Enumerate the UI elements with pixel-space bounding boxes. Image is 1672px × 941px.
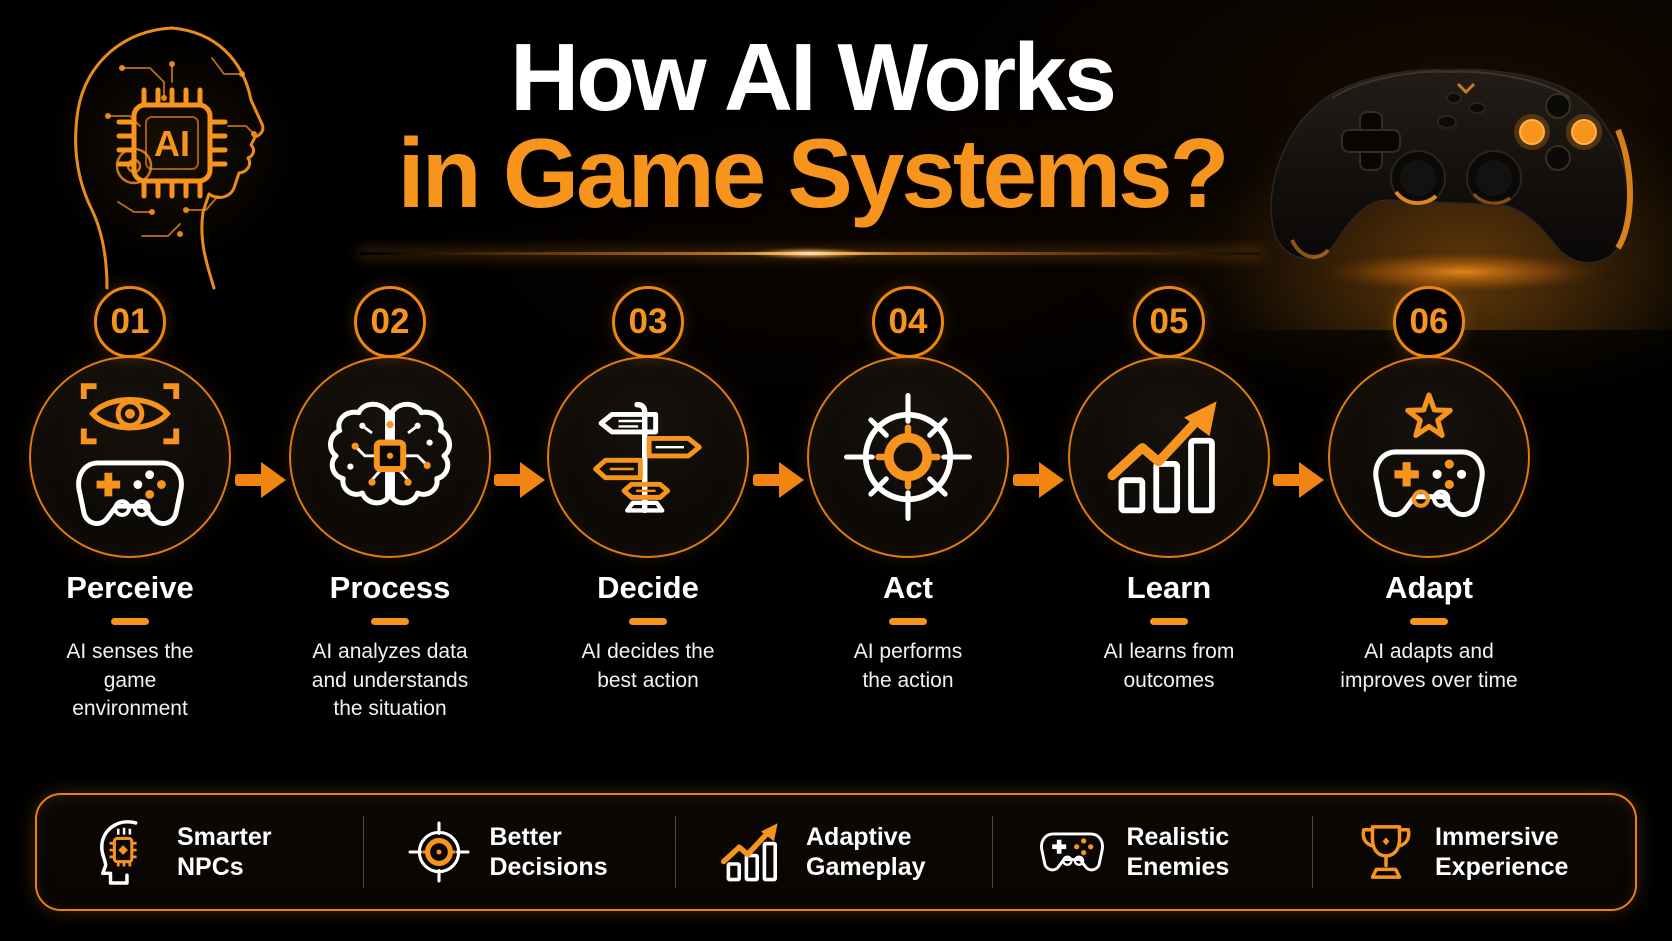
step-process: 02 Process	[260, 286, 520, 724]
step-title: Adapt	[1385, 570, 1473, 605]
accent-dash	[1410, 618, 1448, 625]
crosshair-icon	[844, 393, 972, 521]
step-title: Learn	[1126, 570, 1212, 605]
ai-head-graphic: AI	[22, 6, 322, 294]
step-number-badge: 02	[354, 286, 426, 358]
step-icon-circle	[807, 356, 1009, 558]
divider	[675, 816, 677, 888]
flow-arrow-icon	[1272, 462, 1324, 498]
light-streak	[360, 248, 1260, 259]
step-title: Process	[329, 570, 451, 605]
step-description: AI senses the game environment	[66, 640, 194, 721]
signpost-icon	[593, 401, 702, 514]
divider	[362, 816, 364, 888]
step-decide: 03 Decide AI decides the bes	[518, 286, 778, 695]
divider	[991, 816, 993, 888]
benefit-label: Realistic Enemies	[1126, 822, 1230, 882]
accent-dash	[371, 618, 409, 625]
step-learn: 05 Learn AI learns from outcomes	[1039, 286, 1299, 695]
step-number-badge: 01	[94, 286, 166, 358]
divider	[1312, 816, 1314, 888]
step-act: 04 Act AI performs the action	[778, 286, 1038, 695]
step-title: Perceive	[66, 570, 194, 605]
step-description: AI adapts and improves over time	[1340, 640, 1518, 692]
step-title: Act	[883, 570, 933, 605]
step-title: Decide	[597, 570, 699, 605]
step-adapt: 06 Adapt AI adapts and improves over tim…	[1299, 286, 1559, 695]
accent-dash	[1150, 618, 1188, 625]
step-description: AI analyzes data and understands the sit…	[311, 640, 469, 721]
flow-arrow-icon	[234, 462, 286, 498]
circuit-head-icon: AI	[74, 26, 265, 290]
benefits-bar: Smarter NPCs Better Decisions	[35, 793, 1637, 911]
benefit-smarter-npcs: Smarter NPCs	[95, 817, 319, 887]
benefit-immersive-experience: Immersive Experience	[1357, 820, 1577, 884]
step-description: AI performs the action	[853, 640, 963, 692]
accent-dash	[629, 618, 667, 625]
step-icon-circle	[29, 356, 231, 558]
step-description: AI learns from outcomes	[1103, 640, 1235, 692]
benefit-label: Better Decisions	[489, 822, 608, 882]
step-number-badge: 04	[872, 286, 944, 358]
benefit-adaptive-gameplay: Adaptive Gameplay	[720, 821, 948, 883]
title-line-1: How AI Works	[509, 24, 1117, 131]
eye-scan-gamepad-icon	[76, 383, 184, 526]
flow-arrow-icon	[493, 462, 545, 498]
ai-chip-label: AI	[154, 123, 190, 164]
step-number-badge: 06	[1393, 286, 1465, 358]
gamepad-icon	[1039, 832, 1104, 872]
accent-dash	[889, 618, 927, 625]
controller-photo	[1222, 10, 1672, 300]
head-glow	[0, 0, 340, 300]
growth-chart-icon	[1107, 401, 1217, 514]
page-title: How AI Works in Game Systems?	[397, 24, 1230, 229]
accent-dash	[111, 618, 149, 625]
flow-arrow-icon	[752, 462, 804, 498]
benefit-label: Smarter NPCs	[177, 822, 272, 882]
step-description: AI decides the best action	[581, 640, 715, 692]
title-line-2: in Game Systems?	[397, 118, 1230, 229]
step-perceive: 01	[0, 286, 260, 724]
light-streak-core	[750, 248, 870, 259]
star-gamepad-icon	[1373, 392, 1485, 518]
step-icon-circle	[289, 356, 491, 558]
flow-arrow-icon	[1012, 462, 1064, 498]
step-icon-circle	[1328, 356, 1530, 558]
benefit-label: Immersive Experience	[1435, 822, 1569, 882]
benefit-label: Adaptive Gameplay	[806, 822, 926, 882]
benefit-realistic-enemies: Realistic Enemies	[1037, 822, 1269, 883]
step-number-badge: 03	[612, 286, 684, 358]
step-icon-circle	[1068, 356, 1270, 558]
growth-chart-icon	[720, 823, 778, 882]
benefit-better-decisions: Better Decisions	[408, 821, 632, 883]
head-chip-icon	[100, 820, 138, 885]
target-icon	[408, 821, 469, 883]
step-icon-circle	[547, 356, 749, 558]
circuit-brain-icon	[328, 401, 452, 506]
step-number-badge: 05	[1133, 286, 1205, 358]
game-controller-hero-icon	[1270, 68, 1633, 296]
trophy-icon	[1361, 825, 1411, 879]
